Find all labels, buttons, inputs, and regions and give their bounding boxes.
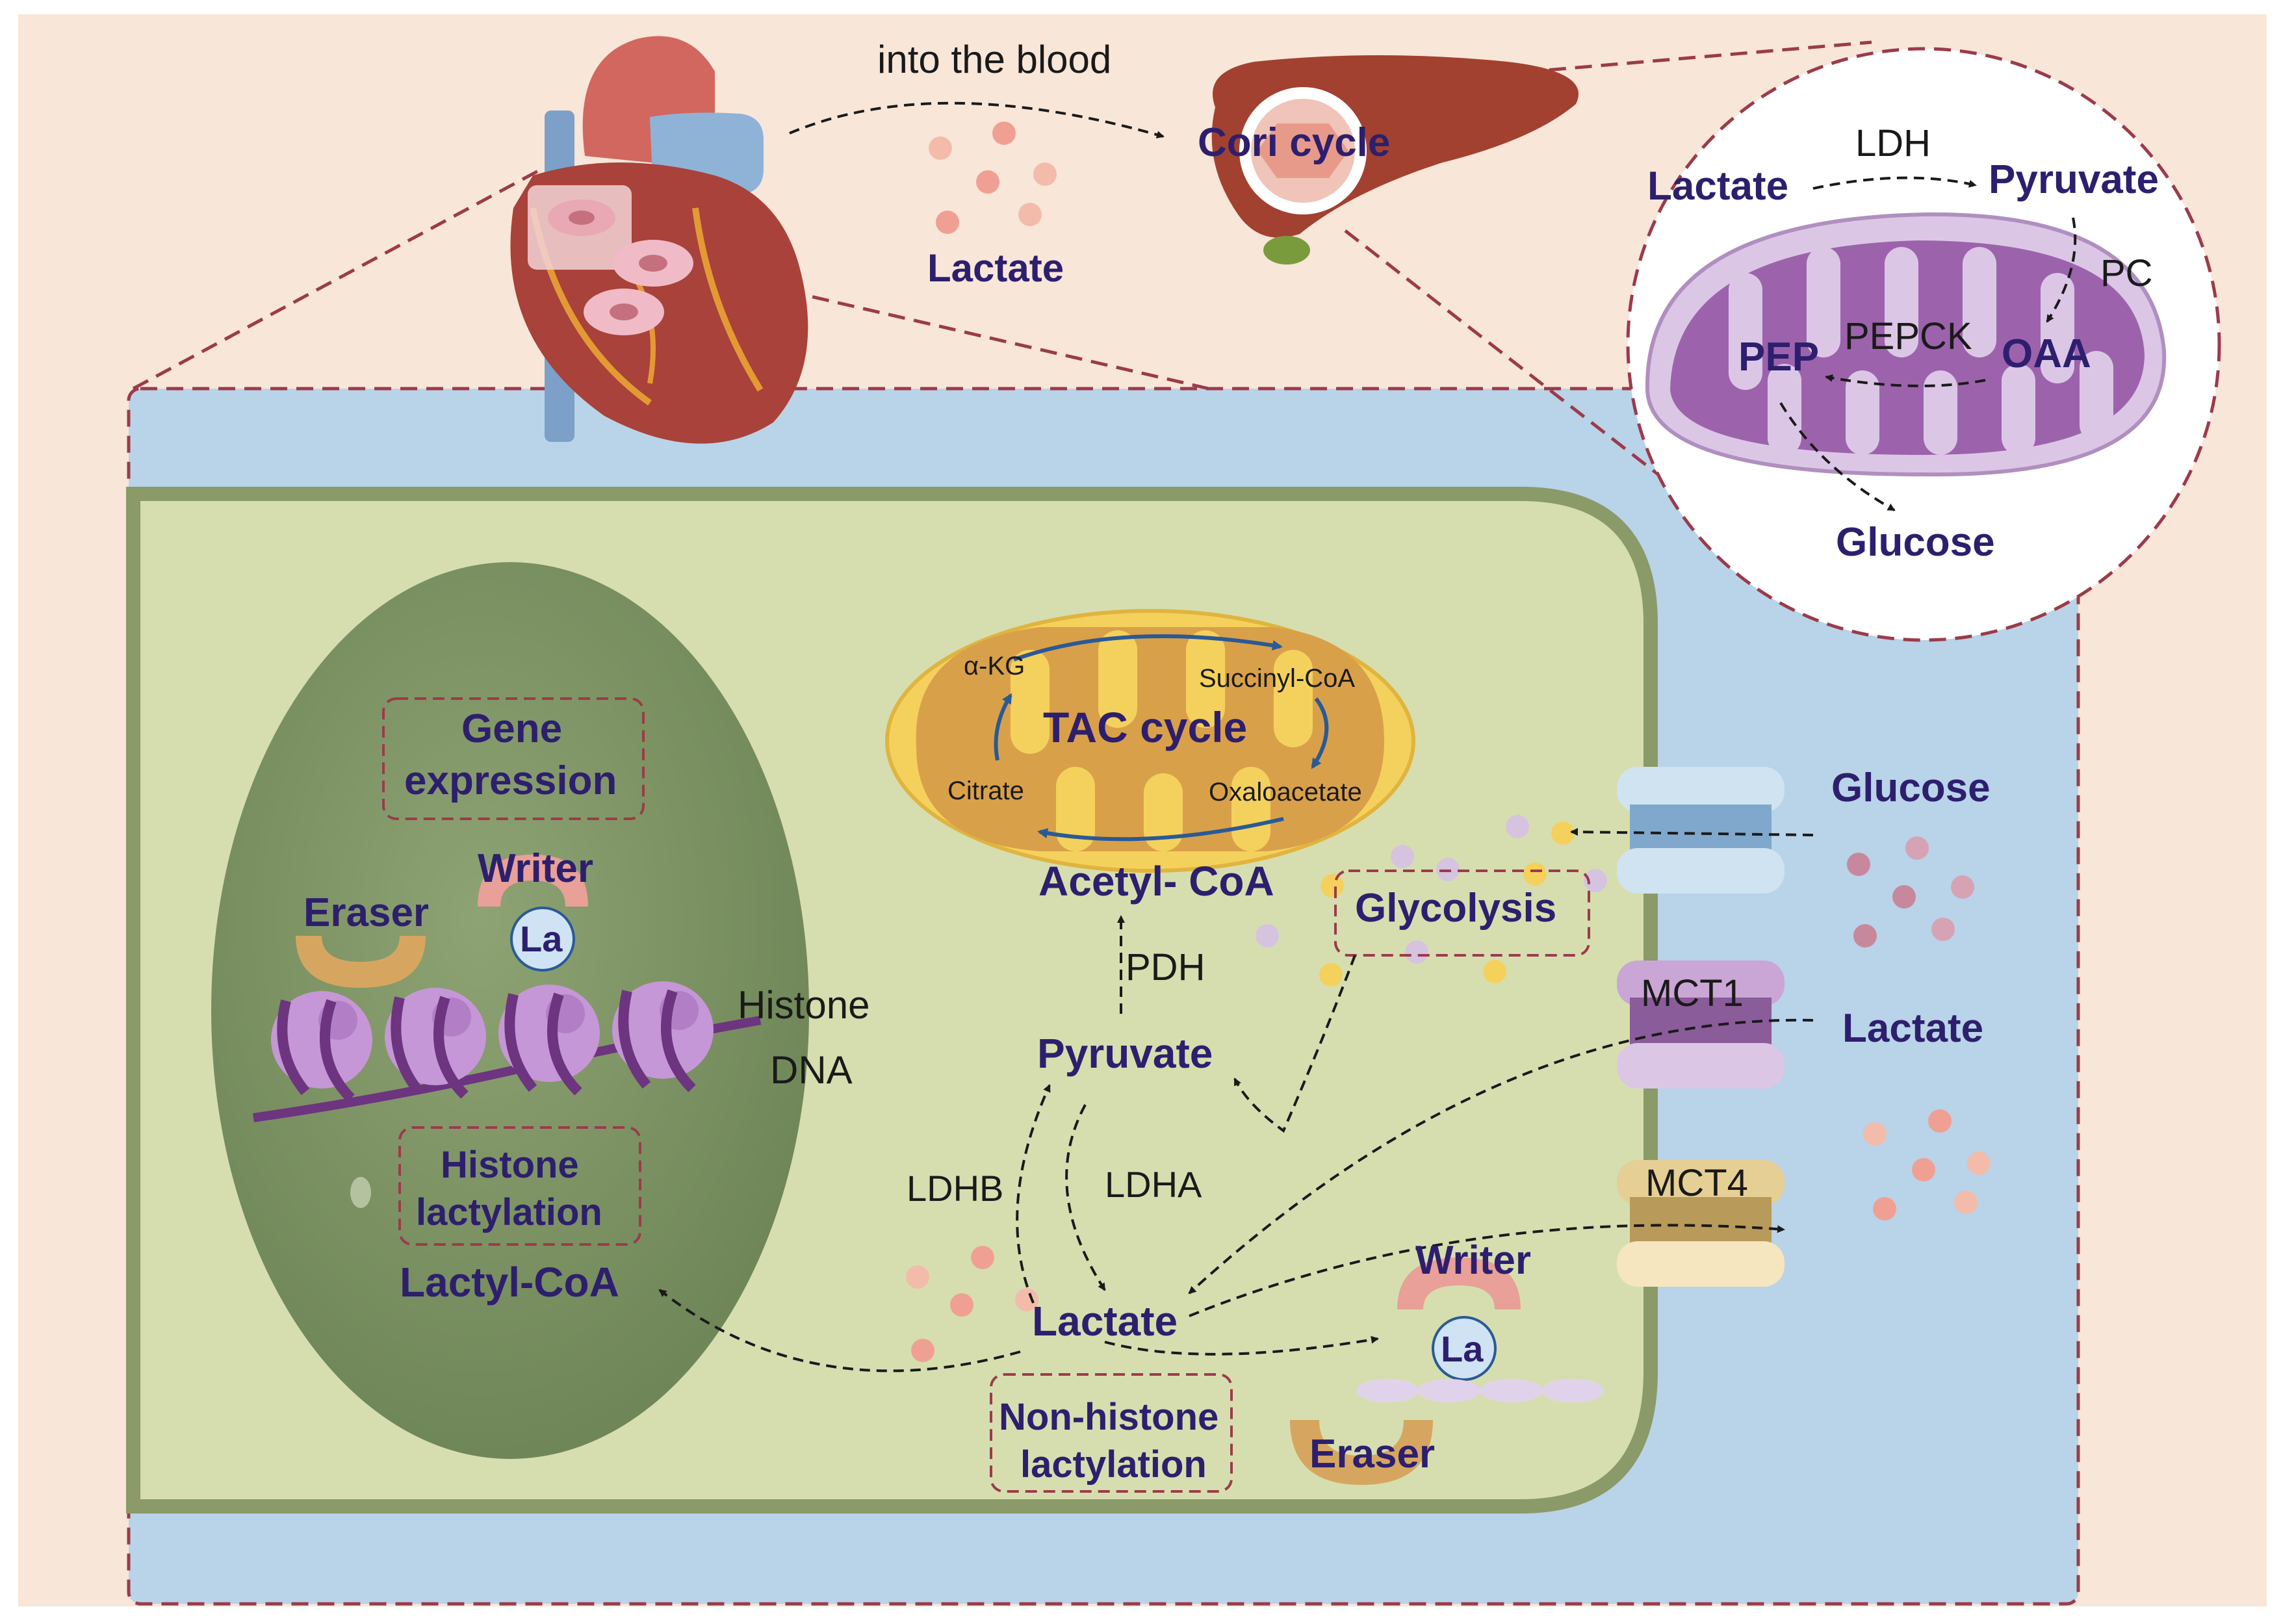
heart-illustration <box>510 36 808 444</box>
cyto-eraser-label: Eraser <box>1309 1432 1435 1476</box>
glycolysis-box <box>1334 870 1590 957</box>
acetyl-coa-label: Acetyl- CoA <box>1038 858 1274 905</box>
mct1-label: MCT1 <box>1641 972 1744 1014</box>
cyto-protein-shape <box>1356 1379 1604 1402</box>
zoom-pyruvate-label: Pyruvate <box>1989 157 2159 202</box>
mct4-label: MCT4 <box>1645 1162 1748 1204</box>
nucleus-writer-label: Writer <box>478 846 593 891</box>
mct4-transporter <box>1617 1160 1785 1287</box>
dna-label: DNA <box>770 1048 853 1092</box>
glycolysis-dots <box>1256 815 1607 986</box>
liver-illustration <box>1211 55 1579 264</box>
non-histone-label: Non-histone <box>999 1396 1218 1438</box>
histone-lactylation-box <box>398 1126 641 1246</box>
nucleus-la-label: La <box>520 918 563 959</box>
chromatin <box>253 981 762 1122</box>
ldhb-label: LDHB <box>907 1168 1003 1209</box>
pep-label: PEP <box>1738 335 1819 380</box>
tac-cycle-label: TAC cycle <box>1043 703 1247 751</box>
citrate-label: Citrate <box>947 777 1024 805</box>
cyto-writer-label: Writer <box>1415 1238 1531 1283</box>
membrane-lactate-label: Lactate <box>1842 1006 1983 1051</box>
cyto-la-badge <box>1432 1316 1497 1381</box>
pdh-label: PDH <box>1126 946 1205 988</box>
cori-cycle-label: Cori cycle <box>1198 120 1390 165</box>
mct1-transporter <box>1617 960 1785 1089</box>
into-blood-label: into the blood <box>877 38 1111 81</box>
nucleus-writer-shape <box>478 855 588 907</box>
cyto-writer-shape <box>1397 1257 1521 1309</box>
zoom-lactate-label: Lactate <box>1647 164 1788 209</box>
cyto-lactate-label: Lactate <box>1032 1298 1178 1345</box>
cytoplasm-lactate-dots <box>906 1246 1038 1362</box>
histone-lact-label-2: lactylation <box>416 1191 602 1233</box>
pathway-arrows <box>658 101 2077 1373</box>
oaa-label: OAA <box>2002 331 2091 376</box>
extracellular-dots <box>1847 836 1991 1220</box>
histone-label: Histone <box>738 983 870 1027</box>
nucleus-eraser-shape <box>296 936 426 988</box>
pc-label: PC <box>2100 252 2153 294</box>
gene-label: Gene <box>461 706 562 751</box>
ldha-label: LDHA <box>1105 1164 1202 1205</box>
non-histone-box <box>990 1373 1233 1493</box>
lactyl-coa-label: Lactyl-CoA <box>400 1259 619 1306</box>
non-histone-lactylation-label: lactylation <box>1020 1443 1207 1486</box>
blood-lactate-label: Lactate <box>927 246 1064 290</box>
gene-expression-box <box>382 697 645 820</box>
glucose-transporter <box>1617 767 1785 894</box>
histone-lact-label-1: Histone <box>441 1144 579 1186</box>
nucleus-eraser-label: Eraser <box>303 890 429 935</box>
oxaloacetate-label: Oxaloacetate <box>1209 778 1362 806</box>
pepck-label: PEPCK <box>1844 315 1972 357</box>
blood-lactate-dots <box>929 122 1057 234</box>
cyto-pyruvate-label: Pyruvate <box>1037 1030 1213 1077</box>
cyto-eraser-shape <box>1290 1420 1433 1485</box>
cyto-la-label: La <box>1441 1328 1484 1369</box>
succinyl-coa-label: Succinyl-CoA <box>1199 664 1355 693</box>
zoom-line-right <box>695 268 1209 391</box>
liver-mitochondrion <box>1645 212 2167 477</box>
alpha-kg-label: α-KG <box>964 652 1025 680</box>
membrane-glucose-label: Glucose <box>1831 766 1991 810</box>
nucleus-la-badge <box>510 907 575 972</box>
liver-zoom-line-bottom <box>1344 229 1684 495</box>
expression-label: expression <box>404 758 617 803</box>
glycolysis-label: Glycolysis <box>1355 886 1556 931</box>
tac-mitochondrion <box>885 609 1415 873</box>
ldh-label: LDH <box>1855 122 1931 164</box>
zoom-glucose-label: Glucose <box>1836 520 1995 565</box>
